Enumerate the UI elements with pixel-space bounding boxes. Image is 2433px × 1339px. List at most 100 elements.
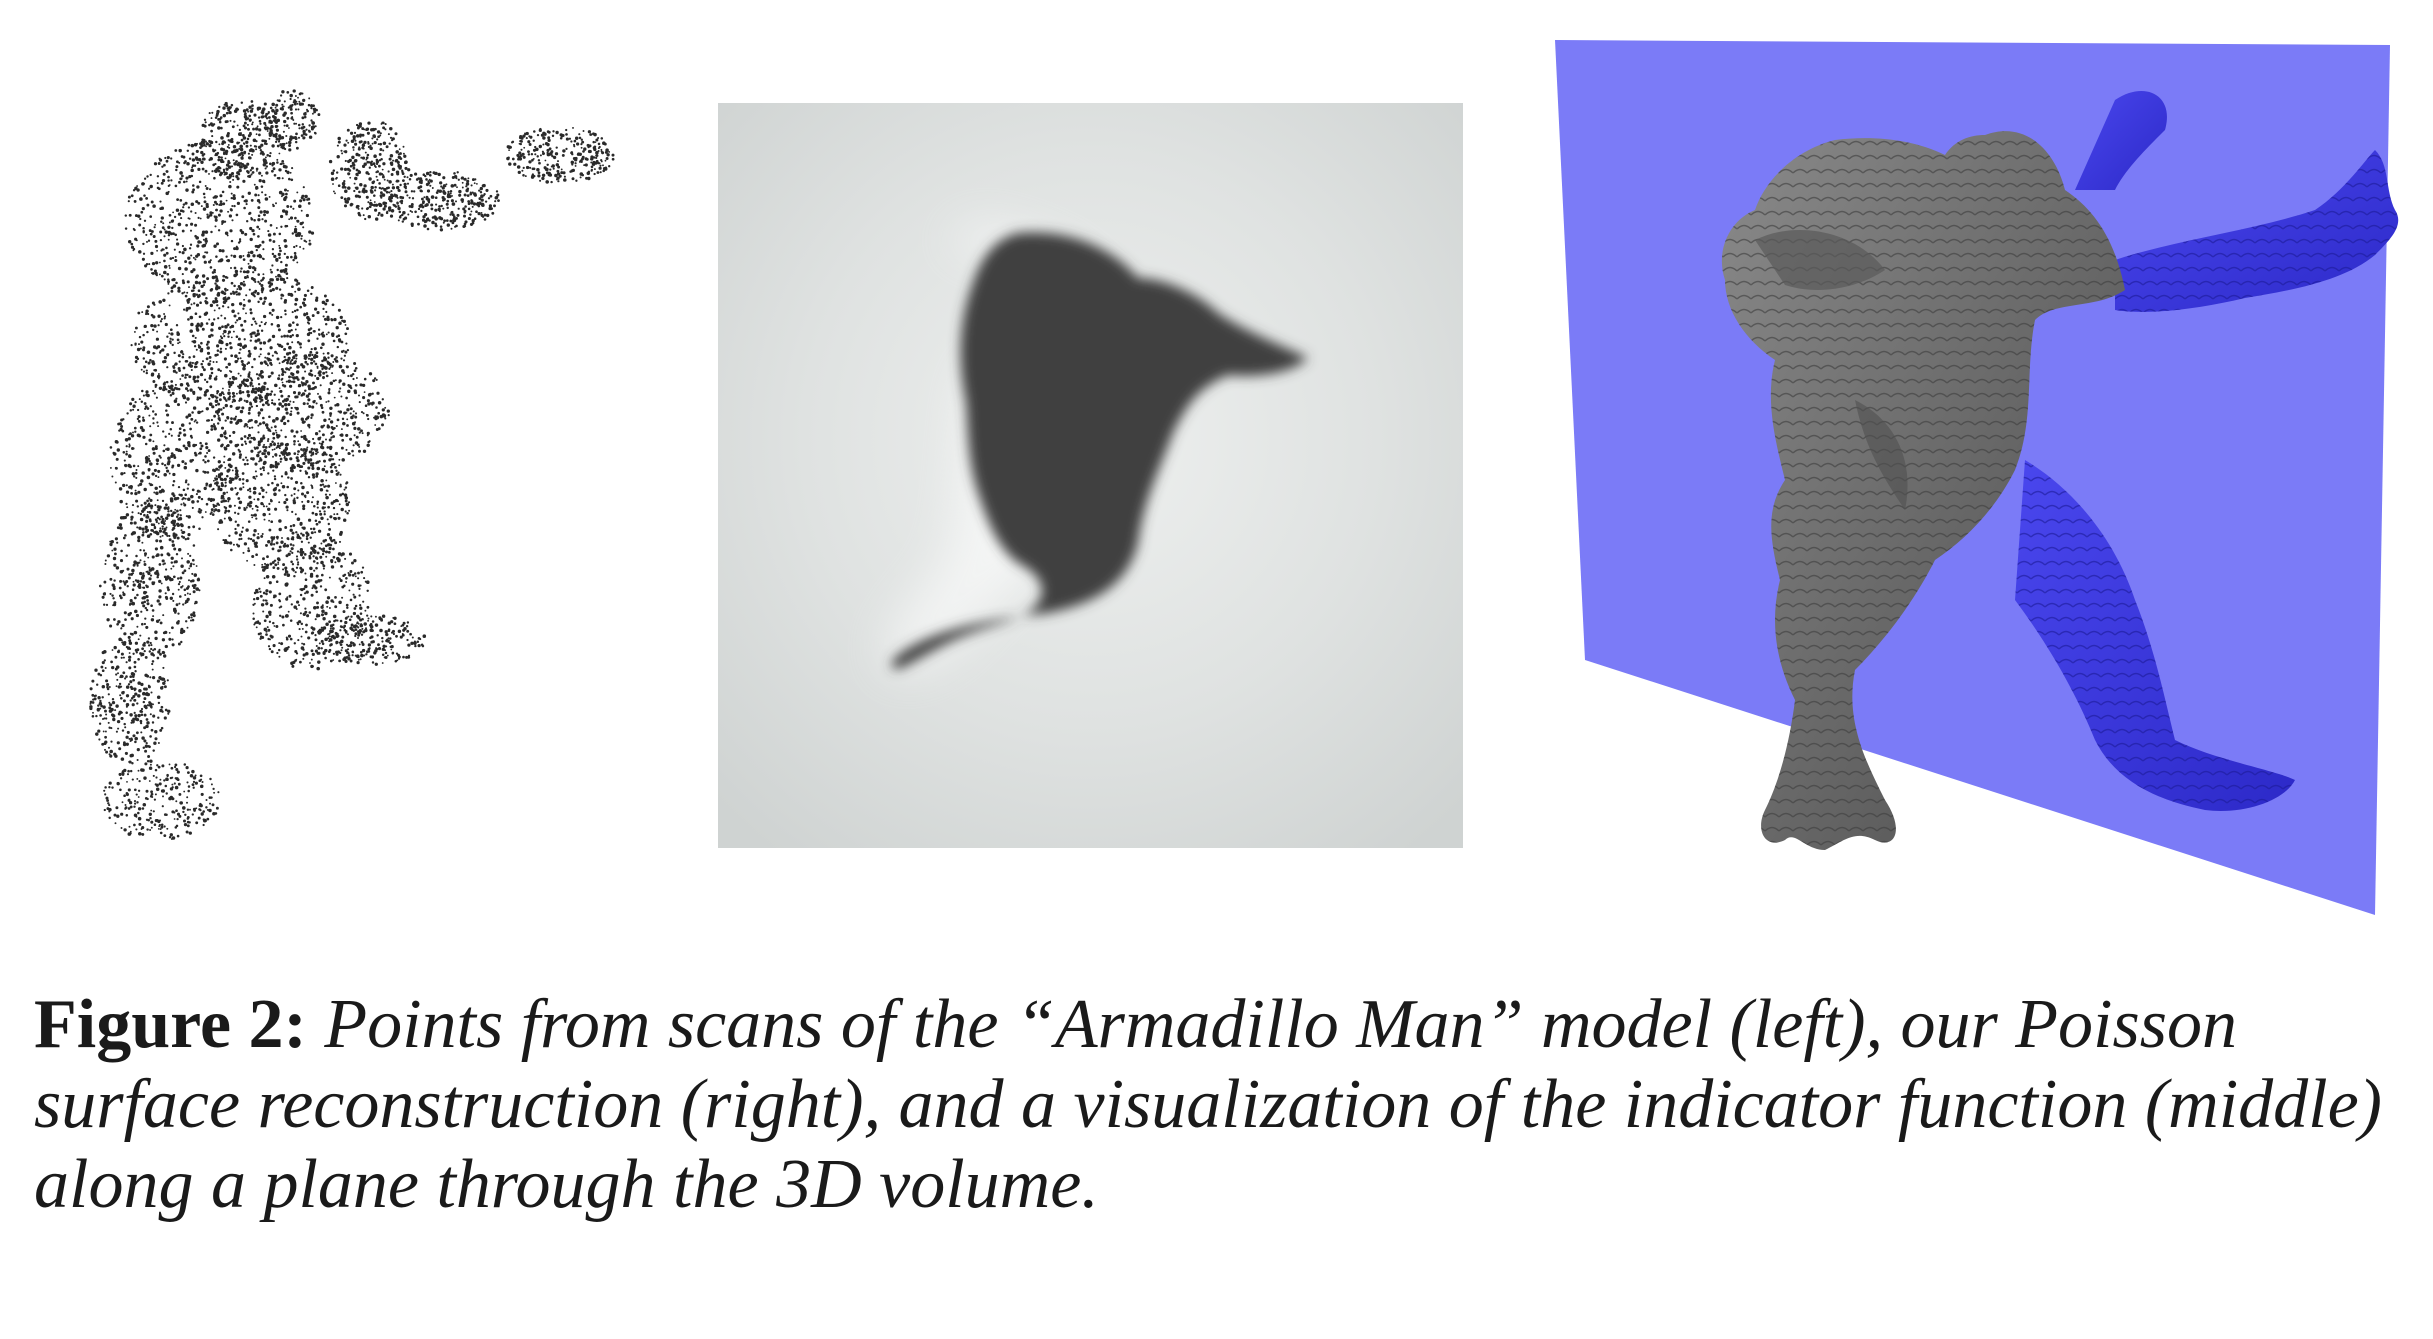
scan-point [232,145,237,149]
scan-point [574,158,578,162]
scan-point [355,172,359,177]
scan-point [349,407,353,411]
scan-point [278,398,280,401]
scan-point [230,548,233,552]
scan-point [235,392,238,395]
scan-point [323,485,326,489]
scan-point [248,495,252,499]
scan-point [364,404,368,407]
scan-point [258,282,262,285]
scan-point [435,203,438,206]
scan-point [215,467,219,471]
scan-point [517,170,521,175]
scan-point [230,324,235,329]
scan-point [342,574,345,577]
scan-point [544,141,549,146]
scan-point [159,535,162,538]
scan-point [290,661,294,666]
scan-point [208,143,212,148]
scan-point [374,186,377,189]
scan-point [163,654,167,658]
scan-point [243,508,247,511]
scan-point [206,459,210,463]
scan-point [277,377,281,381]
scan-point [365,158,368,161]
scan-point [602,141,606,145]
scan-point [298,92,302,96]
scan-point [189,427,192,431]
scan-point [239,165,243,169]
scan-point [160,181,164,185]
scan-point [371,392,374,395]
scan-point [172,366,176,369]
scan-point [322,371,326,375]
scan-point [318,370,322,374]
scan-point [154,486,158,491]
scan-point [333,317,337,322]
scan-point [321,483,325,486]
scan-point [389,154,394,158]
scan-point [276,651,279,655]
scan-point [293,492,296,496]
scan-point [372,162,376,166]
scan-point [300,134,304,137]
scan-point [268,610,272,615]
scan-point [244,456,248,459]
scan-point [312,560,316,563]
scan-point [220,336,224,340]
scan-point [313,399,316,403]
scan-point [438,205,441,208]
scan-point [186,586,190,590]
scan-point [290,255,293,259]
scan-point [235,290,238,294]
scan-point [253,113,257,117]
scan-point [242,258,246,261]
scan-point [218,465,222,469]
scan-point [299,522,303,526]
scan-point [158,589,162,593]
scan-point [322,549,326,553]
scan-point [247,520,251,523]
scan-point [139,512,143,516]
scan-point [155,458,159,462]
scan-point [118,586,122,590]
scan-point [214,218,218,222]
scan-point [287,645,290,649]
scan-point [307,328,311,332]
scan-point [167,175,170,179]
scan-point [198,293,201,297]
scan-point [296,453,299,456]
scan-point [252,317,256,321]
scan-point [126,567,130,571]
scan-point [210,508,214,512]
scan-point [289,171,292,174]
scan-point [278,642,281,645]
scan-point [184,360,188,363]
scan-point [390,173,394,176]
scan-point [267,404,270,407]
scan-point [286,170,290,174]
scan-point [208,397,211,400]
scan-point [294,140,298,144]
scan-point [243,425,246,428]
scan-point [241,478,245,481]
scan-point [295,430,299,434]
scan-point [116,526,120,530]
scan-point [309,331,313,335]
scan-point [263,381,267,385]
scan-point [578,133,581,136]
scan-point [170,289,174,293]
scan-point [132,563,136,567]
scan-point [314,298,319,302]
scan-point [385,190,389,194]
scan-point [130,617,134,621]
scan-point [300,363,304,367]
scan-point [348,169,352,172]
scan-point [261,566,264,569]
scan-point [243,121,247,125]
scan-point [260,329,264,333]
scan-point [266,393,270,397]
scan-point [136,185,139,187]
scan-point [209,385,213,389]
scan-point [191,166,194,169]
